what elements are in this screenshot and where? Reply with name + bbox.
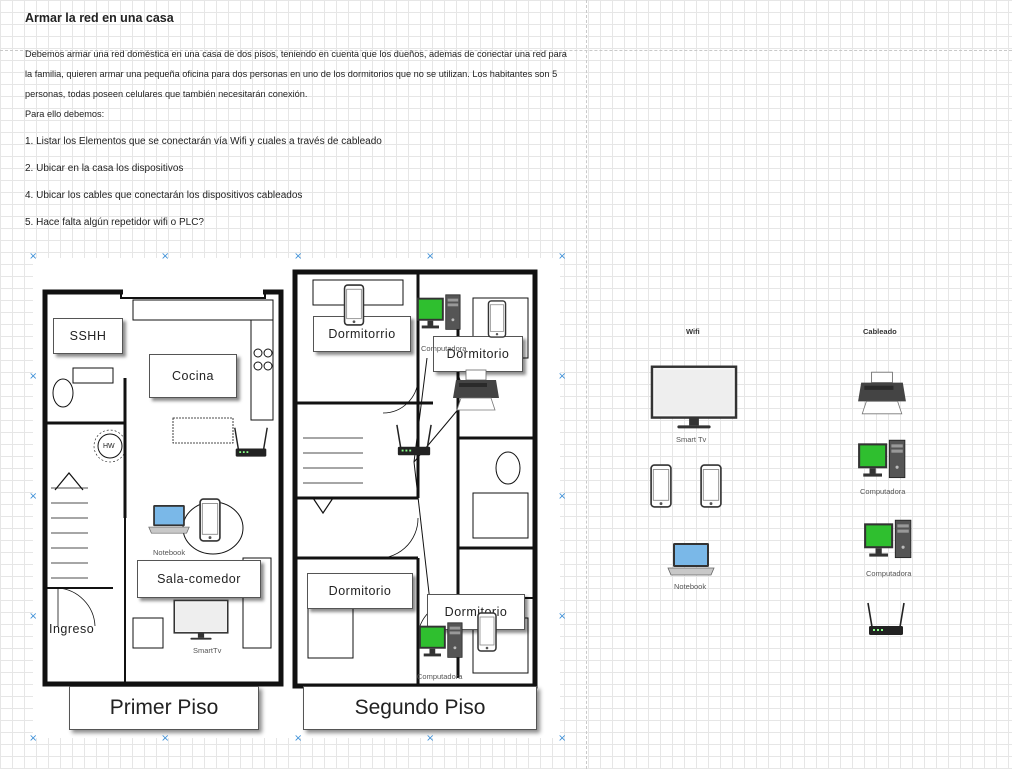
intro-para-ello: Para ello debemos: — [25, 109, 105, 119]
smartphone-icon[interactable] — [343, 284, 365, 326]
room-label-sala-comedor: Sala-comedor — [137, 560, 261, 598]
smartphone-icon[interactable] — [477, 612, 497, 652]
computer-icon[interactable] — [862, 518, 914, 564]
selection-handle[interactable]: × — [29, 371, 38, 382]
computadora-label-bottom: Computadora — [417, 672, 463, 681]
floor-plan[interactable]: SSHH Cocina Sala-comedor Ingreso HW Dorm… — [33, 258, 560, 738]
smarttv-label-plan: SmartTv — [193, 646, 222, 655]
room-label-ingreso: Ingreso — [49, 622, 95, 636]
smartphone-icon[interactable] — [700, 463, 722, 509]
selection-handle[interactable]: × — [294, 733, 303, 744]
page-guide-vertical — [586, 0, 587, 769]
room-label-cocina: Cocina — [149, 354, 237, 398]
floor-label-primer-piso: Primer Piso — [69, 686, 259, 730]
selection-handle[interactable]: × — [558, 371, 567, 382]
selection-handle[interactable]: × — [558, 733, 567, 744]
printer-icon[interactable] — [856, 370, 908, 416]
selection-handle[interactable]: × — [161, 251, 170, 262]
room-label-dormitorio-2: Dormitorio — [433, 336, 523, 372]
intro-text: Debemos armar una red doméstica en una c… — [25, 49, 567, 99]
legend-cableado-title: Cableado — [863, 327, 897, 336]
laptop-icon[interactable] — [666, 540, 716, 580]
legend-computadora-label-2: Computadora — [866, 569, 912, 578]
task-4: 5. Hace falta algún repetidor wifi o PLC… — [25, 217, 204, 228]
task-1: 1. Listar los Elementos que se conectará… — [25, 136, 382, 147]
selection-handle[interactable]: × — [558, 611, 567, 622]
room-label-dormitorio-3: Dormitorio — [307, 573, 413, 609]
smartphone-icon[interactable] — [650, 463, 672, 509]
selection-handle[interactable]: × — [558, 491, 567, 502]
selection-handle[interactable]: × — [29, 733, 38, 744]
page-title: Armar la red en una casa — [25, 11, 174, 25]
selection-handle[interactable]: × — [161, 733, 170, 744]
intro-paragraph[interactable]: Debemos armar una red doméstica en una c… — [25, 44, 570, 124]
selection-handle[interactable]: × — [426, 251, 435, 262]
router-icon[interactable] — [866, 598, 906, 644]
room-label-sshh: SSHH — [53, 318, 123, 354]
computer-icon[interactable] — [417, 620, 465, 664]
tv-icon[interactable] — [173, 598, 229, 644]
laptop-icon[interactable] — [147, 502, 191, 538]
smartphone-icon[interactable] — [199, 498, 221, 542]
task-3: 4. Ubicar los cables que conectarán los … — [25, 190, 303, 201]
smartphone-icon[interactable] — [487, 300, 507, 338]
selection-handle[interactable]: × — [29, 251, 38, 262]
selection-handle[interactable]: × — [294, 251, 303, 262]
printer-icon[interactable] — [451, 368, 501, 412]
legend-computadora-label-1: Computadora — [860, 487, 906, 496]
page-guide-horizontal — [0, 50, 1012, 51]
router-icon[interactable] — [233, 426, 269, 462]
floor-label-segundo-piso: Segundo Piso — [303, 686, 537, 730]
legend-wifi-title: Wifi — [686, 327, 700, 336]
room-label-dormitorrio: Dormitorrio — [313, 316, 411, 352]
selection-handle[interactable]: × — [426, 733, 435, 744]
hw-label: HW — [103, 443, 115, 450]
legend-notebook-label: Notebook — [674, 582, 707, 591]
notebook-label-plan: Notebook — [153, 548, 186, 557]
selection-handle[interactable]: × — [29, 611, 38, 622]
task-2: 2. Ubicar en la casa los dispositivos — [25, 163, 184, 174]
selection-handle[interactable]: × — [558, 251, 567, 262]
router-icon[interactable] — [395, 422, 433, 462]
tv-icon[interactable] — [650, 364, 738, 434]
computadora-label-top: Computadora — [421, 344, 467, 353]
computer-icon[interactable] — [856, 438, 908, 484]
selection-handle[interactable]: × — [29, 491, 38, 502]
legend-smart-tv-label: Smart Tv — [676, 435, 707, 444]
computer-icon[interactable] — [415, 292, 463, 336]
